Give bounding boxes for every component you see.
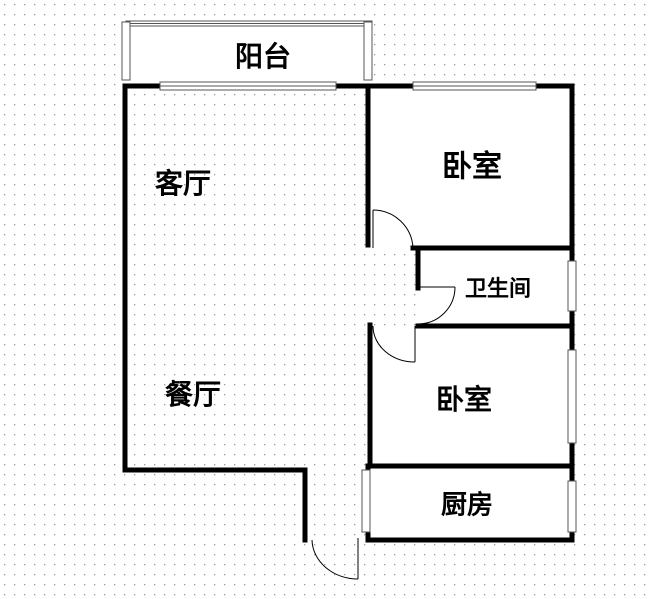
kitchen-area — [368, 468, 570, 540]
dining-room-label: 餐厅 — [165, 378, 221, 411]
balcony-railing — [121, 20, 373, 81]
bedroom-1-door[interactable] — [372, 209, 414, 249]
bedroom-1-label: 卧室 — [442, 150, 502, 185]
kitchen-label: 厨房 — [441, 491, 493, 521]
entrance-door[interactable] — [311, 538, 359, 580]
bathroom-label: 卫生间 — [465, 277, 531, 302]
bedroom-2-area — [372, 328, 570, 466]
bathroom-area — [420, 250, 570, 326]
balcony-area — [126, 24, 370, 84]
bedroom-2-label: 卧室 — [436, 383, 492, 416]
bedroom-1-area — [370, 88, 570, 248]
windows — [159, 81, 577, 533]
living-room-label: 客厅 — [155, 167, 211, 200]
bedroom-2-door[interactable] — [372, 325, 416, 363]
balcony-label: 阳台 — [235, 40, 291, 73]
bathroom-door[interactable] — [417, 286, 456, 325]
